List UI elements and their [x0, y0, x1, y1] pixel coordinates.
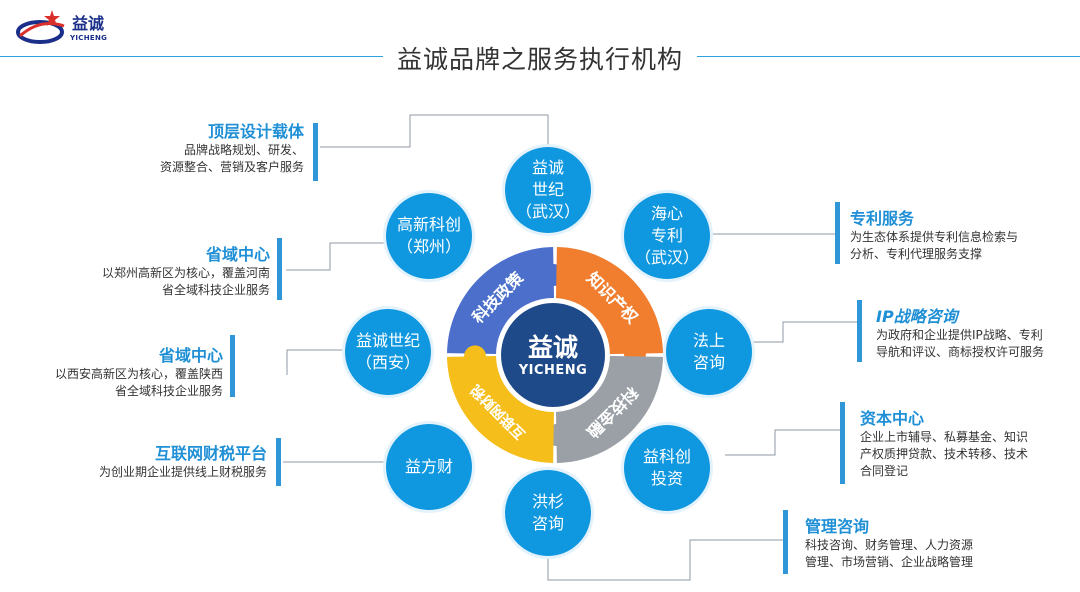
node-line: （西安）: [356, 352, 420, 374]
label-desc: 省全域科技企业服务: [102, 282, 270, 299]
label-top-design: 顶层设计载体 品牌战略规划、研发、 资源整合、营销及客户服务: [160, 118, 304, 176]
node-yicheng-xian[interactable]: 益诚世纪 （西安）: [345, 309, 431, 395]
node-hongshan-consulting[interactable]: 洪杉 咨询: [505, 470, 591, 556]
center-subtitle: YICHENG: [519, 363, 588, 378]
node-line: 益方财: [405, 456, 453, 478]
node-gaoxin-zhengzhou[interactable]: 高新科创 （郑州）: [386, 193, 472, 279]
label-patent-service: 专利服务 为生态体系提供专利信息检索与 分析、专利代理服务支撑: [850, 205, 1018, 263]
label-heading: 顶层设计载体: [160, 118, 304, 142]
accent-bar: [783, 510, 788, 574]
node-haixin-patent[interactable]: 海心 专利 （武汉）: [624, 193, 710, 279]
label-ip-strategy: IP战略咨询 为政府和企业提供IP战略、专利 导航和评议、商标授权许可服务: [876, 303, 1044, 361]
label-desc: 导航和评议、商标授权许可服务: [876, 344, 1044, 361]
accent-bar: [835, 202, 840, 264]
label-heading: 管理咨询: [805, 513, 973, 537]
node-line: 投资: [651, 468, 683, 490]
label-management-consulting: 管理咨询 科技咨询、财务管理、人力资源 管理、市场营销、企业战略管理: [805, 513, 973, 571]
label-desc: 品牌战略规划、研发、: [160, 142, 304, 159]
accent-bar: [313, 123, 318, 181]
center-circle: 益诚 YICHENG: [501, 303, 605, 407]
node-line: 益科创: [643, 446, 691, 468]
node-fashang-consulting[interactable]: 法上 咨询: [666, 309, 752, 395]
label-desc: 科技咨询、财务管理、人力资源: [805, 537, 973, 554]
label-heading: 互联网财税平台: [99, 440, 267, 464]
node-line: 海心: [651, 203, 683, 225]
label-zhengzhou-center: 省域中心 以郑州高新区为核心，覆盖河南 省全域科技企业服务: [102, 241, 270, 299]
node-line: 咨询: [693, 352, 725, 374]
center-title: 益诚: [528, 333, 578, 363]
node-line: （武汉）: [635, 247, 699, 269]
label-capital-center: 资本中心 企业上市辅导、私募基金、知识 产权质押贷款、技术转移、技术 合同登记: [860, 405, 1028, 480]
node-yicheng-wuhan[interactable]: 益诚 世纪 （武汉）: [505, 147, 591, 233]
node-line: 法上: [693, 330, 725, 352]
label-heading: 省域中心: [102, 241, 270, 265]
label-desc: 产权质押贷款、技术转移、技术: [860, 446, 1028, 463]
label-desc: 以郑州高新区为核心，覆盖河南: [102, 265, 270, 282]
accent-bar: [857, 300, 862, 362]
node-line: 世纪: [532, 179, 564, 201]
node-line: （武汉）: [516, 201, 580, 223]
label-heading: IP战略咨询: [876, 303, 1044, 327]
node-line: 咨询: [532, 513, 564, 535]
node-line: 益诚: [532, 157, 564, 179]
accent-bar: [276, 438, 281, 486]
label-desc: 合同登记: [860, 463, 1028, 480]
label-heading: 资本中心: [860, 405, 1028, 429]
label-desc: 以西安高新区为核心，覆盖陕西: [55, 366, 223, 383]
label-desc: 省全域科技企业服务: [55, 383, 223, 400]
label-xian-center: 省域中心 以西安高新区为核心，覆盖陕西 省全域科技企业服务: [55, 342, 223, 400]
label-desc: 为创业期企业提供线上财税服务: [99, 464, 267, 481]
label-desc: 为政府和企业提供IP战略、专利: [876, 327, 1044, 344]
puzzle-knob: [464, 345, 486, 367]
node-line: 益诚世纪: [356, 330, 420, 352]
label-internet-tax: 互联网财税平台 为创业期企业提供线上财税服务: [99, 440, 267, 481]
node-line: 专利: [651, 225, 683, 247]
label-desc: 为生态体系提供专利信息检索与: [850, 229, 1018, 246]
node-yifangcai[interactable]: 益方财: [386, 424, 472, 510]
node-line: 高新科创: [397, 214, 461, 236]
label-desc: 资源整合、营销及客户服务: [160, 159, 304, 176]
node-line: （郑州）: [397, 236, 461, 258]
label-heading: 专利服务: [850, 205, 1018, 229]
label-heading: 省域中心: [55, 342, 223, 366]
label-desc: 企业上市辅导、私募基金、知识: [860, 429, 1028, 446]
accent-bar: [840, 402, 845, 484]
accent-bar: [230, 335, 235, 397]
accent-bar: [277, 238, 282, 300]
label-desc: 分析、专利代理服务支撑: [850, 246, 1018, 263]
node-line: 洪杉: [532, 491, 564, 513]
label-desc: 管理、市场营销、企业战略管理: [805, 554, 973, 571]
node-yikechuang-investment[interactable]: 益科创 投资: [624, 425, 710, 511]
